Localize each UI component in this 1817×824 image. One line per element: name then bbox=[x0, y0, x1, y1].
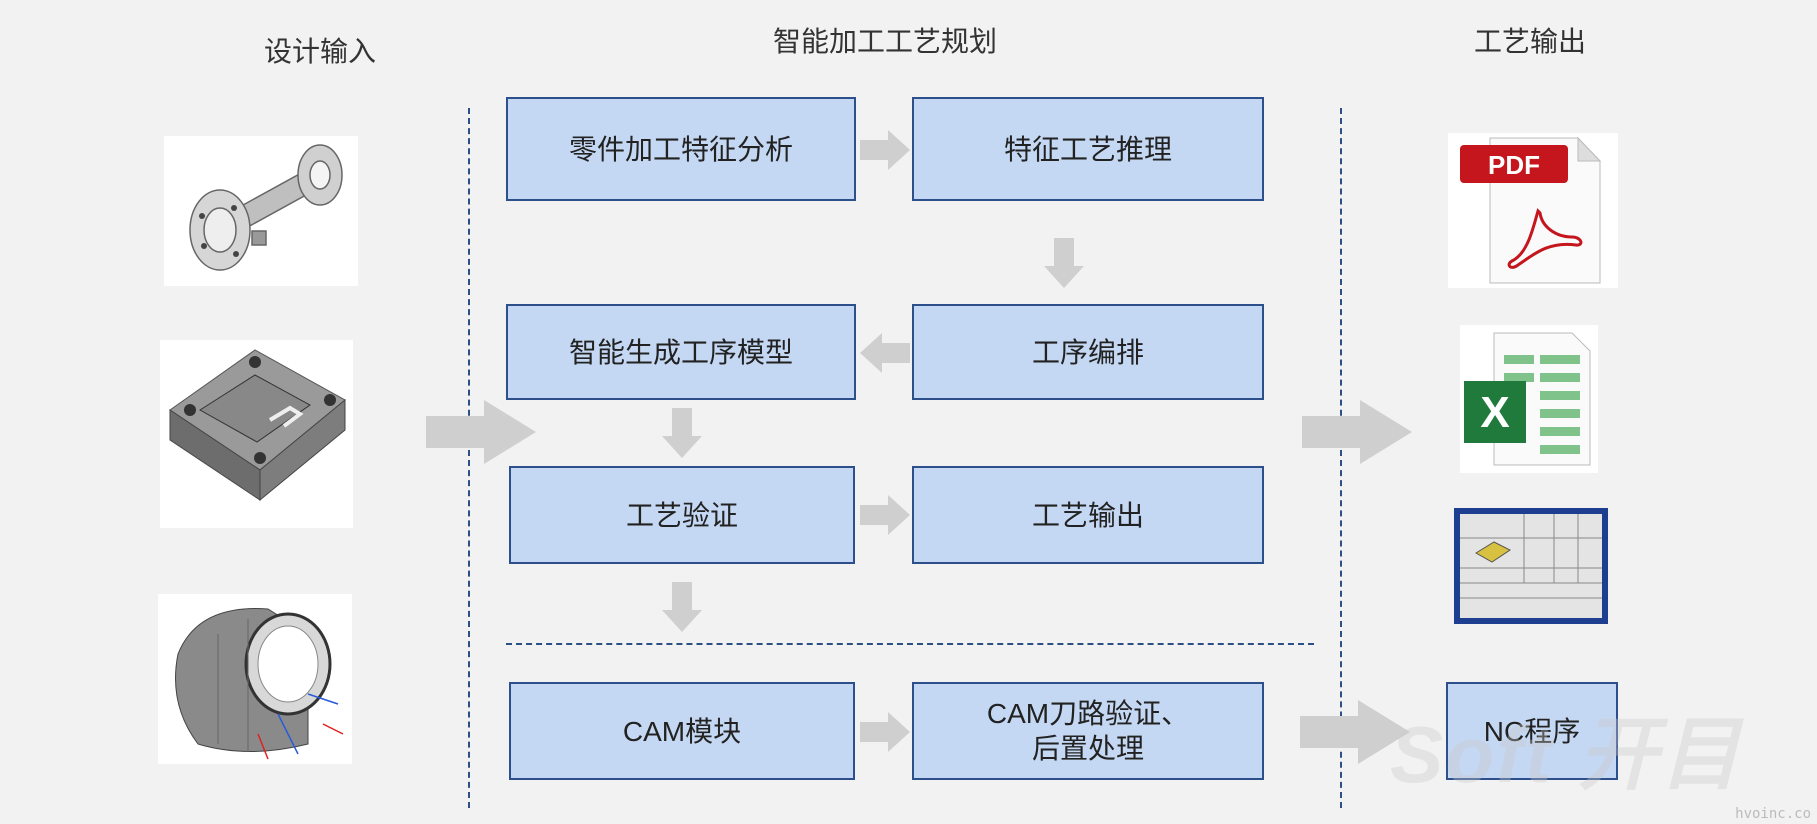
cam-module-box: CAM模块 bbox=[509, 682, 855, 780]
arrow-verification-to-output bbox=[860, 495, 910, 535]
output-label: 工艺输出 bbox=[1031, 499, 1144, 531]
arrow-verification-to-cam bbox=[662, 582, 702, 632]
pdf-icon-label: PDF bbox=[1488, 150, 1540, 180]
arrow-cam-to-verify bbox=[860, 712, 910, 752]
verification-label: 工艺验证 bbox=[625, 499, 738, 531]
arrow-analysis-to-reasoning bbox=[860, 130, 910, 170]
mold-plate-image bbox=[160, 340, 353, 528]
nc-program-label: NC程序 bbox=[1483, 715, 1581, 747]
left-separator bbox=[468, 108, 470, 808]
cam-verify-box: CAM刀路验证、 后置处理 bbox=[912, 682, 1264, 780]
arrow-reasoning-to-sequencing bbox=[1044, 238, 1084, 288]
process-sequencing-label: 工序编排 bbox=[1031, 336, 1144, 368]
planning-title: 智能加工工艺规划 bbox=[772, 26, 997, 57]
arrow-sequencing-to-model bbox=[860, 333, 910, 373]
input-arrow bbox=[426, 400, 536, 464]
generate-model-label: 智能生成工序模型 bbox=[568, 336, 793, 368]
nc-program-box: NC程序 bbox=[1446, 682, 1618, 780]
source-url: hvoinc.co bbox=[1735, 806, 1811, 822]
arrow-model-to-verification bbox=[662, 408, 702, 458]
design-input-title: 设计输入 bbox=[263, 36, 376, 67]
cam-module-label: CAM模块 bbox=[622, 715, 742, 747]
pipe-part-image bbox=[164, 136, 358, 286]
generate-model-box: 智能生成工序模型 bbox=[506, 304, 856, 400]
housing-part-image bbox=[158, 594, 352, 764]
verification-box: 工艺验证 bbox=[509, 466, 855, 564]
pdf-icon: PDF bbox=[1448, 133, 1618, 288]
excel-icon-letter: X bbox=[1480, 388, 1509, 437]
output-arrow bbox=[1302, 400, 1412, 464]
nc-arrow bbox=[1300, 700, 1410, 764]
process-sequencing-box: 工序编排 bbox=[912, 304, 1264, 400]
output-box: 工艺输出 bbox=[912, 466, 1264, 564]
feature-reasoning-box: 特征工艺推理 bbox=[912, 97, 1264, 201]
watermark: Soft 开目 bbox=[1390, 710, 1742, 799]
process-card-icon bbox=[1454, 508, 1608, 624]
output-title: 工艺输出 bbox=[1473, 26, 1586, 57]
cam-verify-label: CAM刀路验证、 后置处理 bbox=[986, 698, 1190, 764]
feature-analysis-box: 零件加工特征分析 bbox=[506, 97, 856, 201]
feature-reasoning-label: 特征工艺推理 bbox=[1003, 133, 1172, 165]
cam-separator bbox=[506, 643, 1314, 645]
excel-icon: X bbox=[1460, 325, 1598, 473]
right-separator bbox=[1340, 108, 1342, 808]
feature-analysis-label: 零件加工特征分析 bbox=[568, 133, 793, 165]
